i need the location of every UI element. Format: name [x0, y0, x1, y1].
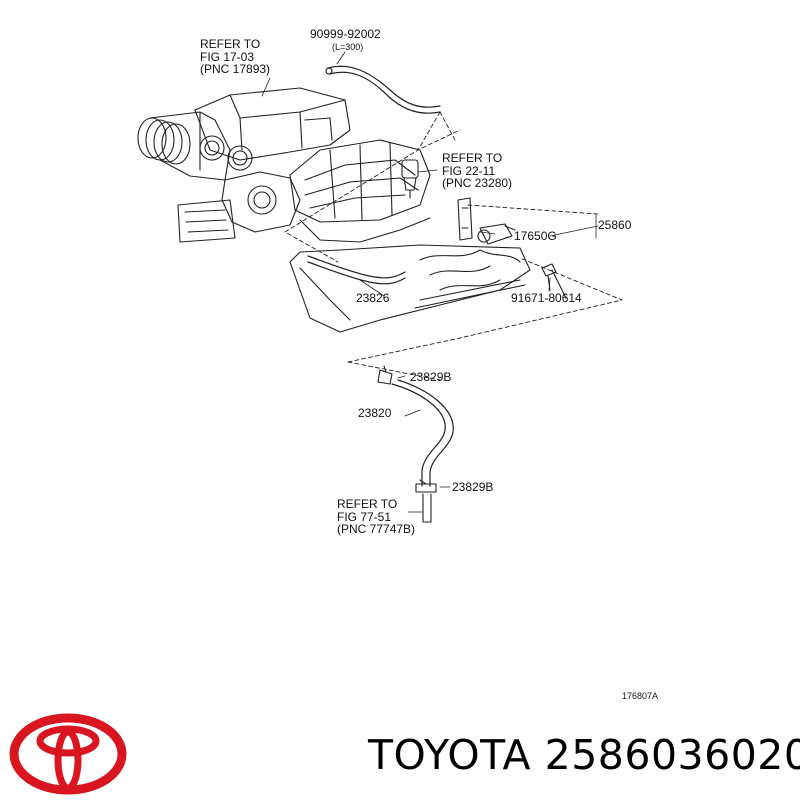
- hose-90999: [325, 65, 441, 114]
- hose-length-label: (L=300): [332, 42, 364, 52]
- clamp-23829b-bottom: [415, 479, 437, 493]
- clamp-23829b-top: [377, 365, 393, 385]
- cylinder-head-cover: [289, 244, 531, 333]
- ref-fig-17-03-line1: REFER TO: [200, 37, 261, 51]
- hose-23820: [391, 379, 454, 487]
- brand-name: TOYOTA: [368, 731, 532, 779]
- ref-fig-77-51-line2: FIG 77-51: [337, 509, 392, 524]
- air-cleaner-housing: [194, 87, 351, 171]
- pipe-77-51: [422, 493, 432, 523]
- ref-fig-22-11-line3: (PNC 23280): [442, 176, 513, 190]
- ref-fig-22-11: REFER TO FIG 22-11 (PNC 23280): [442, 152, 512, 190]
- leader-lines: [261, 51, 599, 513]
- bolt-91671: [541, 263, 567, 299]
- ref-fig-77-51: REFER TO FIG 77-51 (PNC 77747B): [337, 498, 415, 536]
- dashed-callout-lines: [284, 111, 623, 381]
- part-label-91671-80614: 91671-80614: [511, 291, 582, 305]
- part-label-23820: 23820: [358, 406, 392, 420]
- part-label-90999-92002: 90999-92002: [310, 27, 381, 41]
- toyota-logo-icon: [9, 713, 127, 795]
- part-number: 2586036020: [544, 731, 800, 779]
- brand-part-title: TOYOTA 2586036020: [368, 732, 800, 778]
- figure-code: 176807A: [622, 691, 659, 701]
- ref-fig-17-03-line2: FIG 17-03: [200, 49, 255, 64]
- ref-fig-22-11-line2: FIG 22-11: [442, 163, 496, 178]
- intake-manifold: [289, 139, 431, 243]
- ref-fig-77-51-line3: (PNC 77747B): [337, 522, 416, 536]
- vsv-bracket: [457, 197, 516, 245]
- part-label-23829b-top: 23829B: [410, 370, 452, 384]
- part-label-23826: 23826: [356, 291, 390, 305]
- ref-fig-22-11-line1: REFER TO: [442, 151, 503, 165]
- ref-fig-17-03: REFER TO FIG 17-03 (PNC 17893): [200, 38, 270, 76]
- ref-fig-77-51-line1: REFER TO: [337, 497, 398, 511]
- part-label-25860: 25860: [598, 218, 632, 232]
- part-label-17650g: 17650G: [514, 229, 557, 243]
- hose-23826: [307, 255, 406, 285]
- part-label-23829b-bottom: 23829B: [452, 480, 494, 494]
- air-intake-duct: [137, 111, 231, 181]
- pcv-valve: [401, 159, 419, 199]
- throttle-body: [177, 171, 301, 243]
- ref-fig-17-03-line3: (PNC 17893): [200, 62, 271, 76]
